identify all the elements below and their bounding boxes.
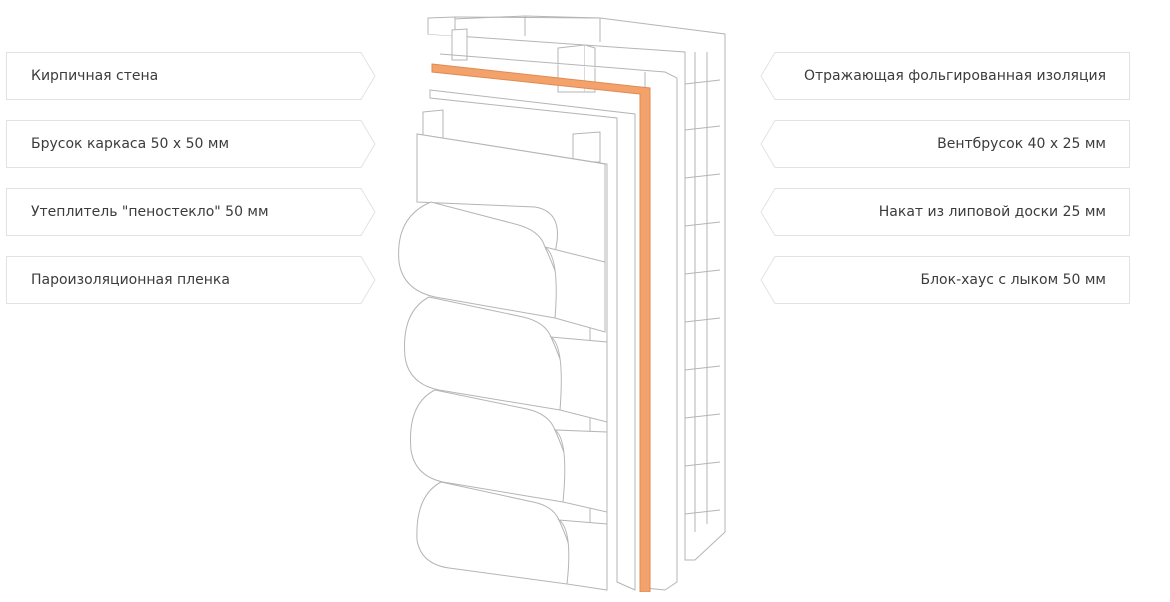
label-foil-insulation[interactable]: Отражающая фольгированная изоляция <box>760 52 1130 100</box>
label-vapor-barrier[interactable]: Пароизоляционная пленка <box>6 256 376 304</box>
label-frame <box>6 188 376 236</box>
label-frame-bar[interactable]: Брусок каркаса 50 х 50 мм <box>6 120 376 168</box>
label-linden-board[interactable]: Накат из липовой доски 25 мм <box>760 188 1130 236</box>
label-vent-bar[interactable]: Вентбрусок 40 х 25 мм <box>760 120 1130 168</box>
label-frame <box>6 120 376 168</box>
label-block-house[interactable]: Блок-хаус с лыком 50 мм <box>760 256 1130 304</box>
vent-bar-layer <box>422 109 601 163</box>
label-brick-wall[interactable]: Кирпичная стена <box>6 52 376 100</box>
label-text: Отражающая фольгированная изоляция <box>803 68 1106 84</box>
vapor-barrier-layer <box>429 89 636 591</box>
label-text: Кирпичная стена <box>31 68 159 84</box>
brick-wall-layer <box>427 15 726 561</box>
label-insulation[interactable]: Утеплитель "пеностекло" 50 мм <box>6 188 376 236</box>
label-frame <box>760 256 1130 304</box>
label-frame <box>6 256 376 304</box>
label-text: Утеплитель "пеностекло" 50 мм <box>31 204 269 220</box>
label-frame <box>760 120 1130 168</box>
label-text: Вентбрусок 40 х 25 мм <box>937 136 1106 152</box>
label-text: Брусок каркаса 50 х 50 мм <box>31 136 230 152</box>
foil-insulation-layer <box>431 63 651 592</box>
label-text: Блок-хаус с лыком 50 мм <box>920 272 1107 288</box>
label-frame <box>760 188 1130 236</box>
block-house-layer <box>398 133 608 591</box>
wall-layers-diagram <box>398 15 726 592</box>
label-frame <box>6 52 376 100</box>
label-text: Накат из липовой доски 25 мм <box>878 204 1106 220</box>
label-frame <box>760 52 1130 100</box>
label-text: Пароизоляционная пленка <box>31 272 230 288</box>
